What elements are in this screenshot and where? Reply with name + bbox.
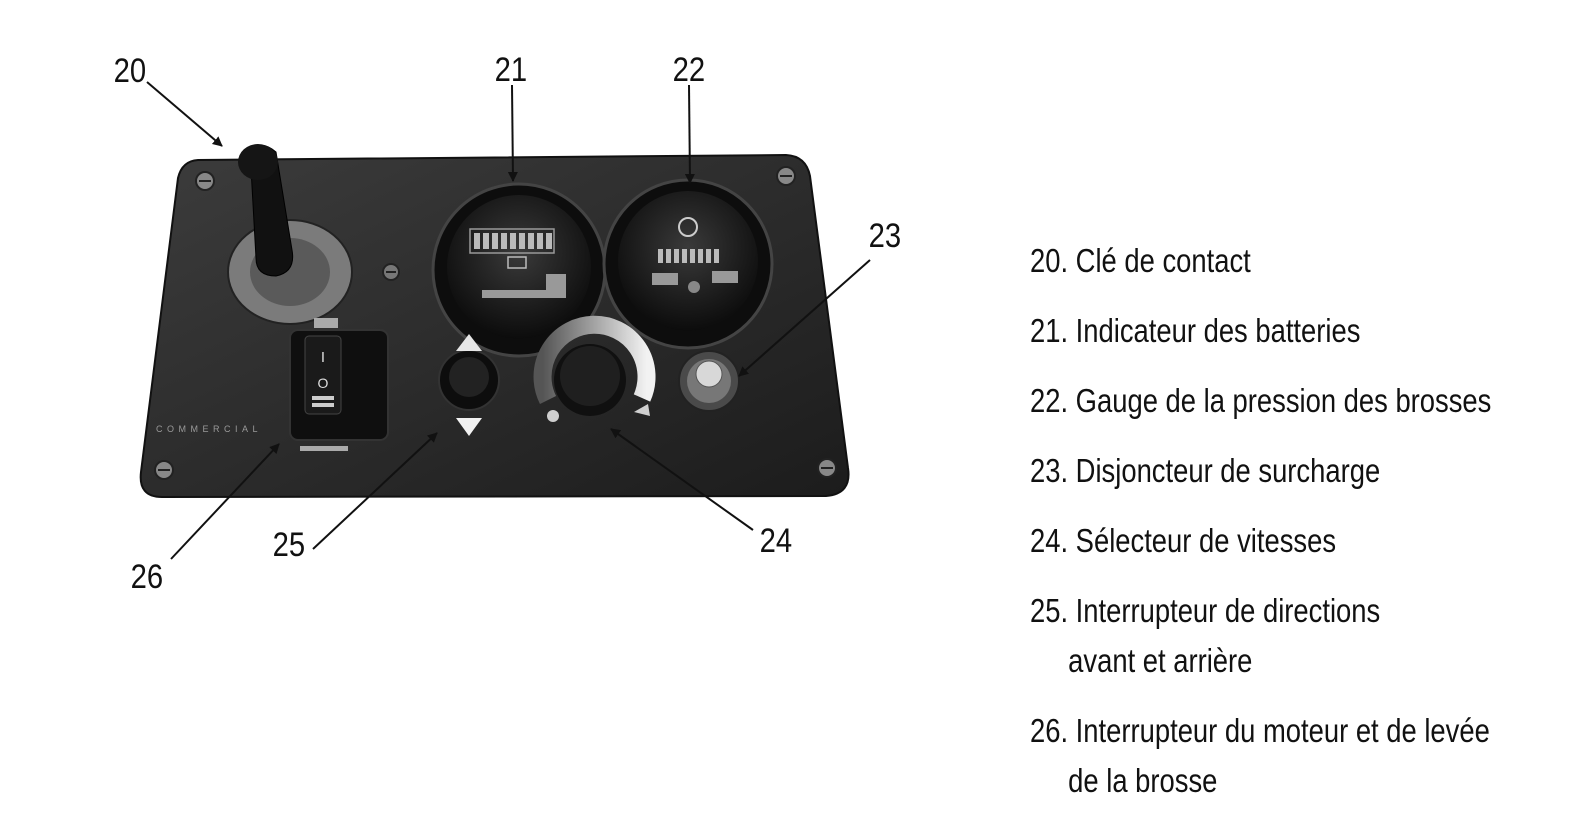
callout-24: 24 [760,521,793,560]
battery-indicator-gauge [431,182,607,358]
callout-26: 26 [131,557,164,596]
forward-arrow-icon [456,334,482,351]
circuit-breaker[interactable] [678,350,740,412]
pressure-increase-button[interactable] [712,271,738,283]
slow-speed-icon [547,410,559,422]
legend-item-26-line2: de la brosse [1068,762,1218,799]
panel-brand-text: COMMERCIAL [156,424,262,434]
legend-item-20: 20. Clé de contact [1030,242,1251,279]
callout-20: 20 [114,51,147,90]
screw-icon [776,166,796,186]
ignition-key[interactable] [227,144,353,325]
legend-item-26: 26. Interrupteur du moteur et de levée d… [1030,706,1490,806]
arrow-23 [738,259,871,377]
pressure-level-bar-icon [658,249,719,263]
direction-switch[interactable] [438,334,500,436]
brush-pressure-gauge [602,178,774,350]
battery-level-bar-icon [474,233,552,249]
pressure-indicator-light [688,281,700,293]
callout-25: 25 [273,525,306,564]
legend-item-24: 24. Sélecteur de vitesses [1030,522,1337,559]
reverse-arrow-icon [456,418,482,436]
arrow-21 [507,84,518,182]
fast-speed-icon [634,404,650,416]
arrow-22 [684,84,695,184]
callout-23: 23 [869,216,902,255]
battery-icon [507,256,527,269]
switch-off-symbol: O [318,375,329,391]
motor-brush-lift-switch[interactable]: I O [289,318,389,451]
speed-selector-knob[interactable] [533,315,656,422]
legend-item-22: 22. Gauge de la pression des brosses [1030,382,1492,419]
callout-22: 22 [673,50,706,89]
screw-icon [195,171,215,191]
callout-21: 21 [495,50,528,89]
arrow-20 [146,81,223,147]
arrow-25 [312,432,438,550]
brand-logo-icon [678,217,698,237]
legend-item-23: 23. Disjoncteur de surcharge [1030,452,1381,489]
legend-item-25-line2: avant et arrière [1068,642,1253,679]
arrow-26 [170,443,280,560]
legend-item-25-line1: 25. Interrupteur de directions [1030,592,1381,629]
screw-icon [382,263,400,281]
component-legend: 20. Clé de contact 21. Indicateur des ba… [1030,236,1570,826]
switch-on-symbol: I [321,349,325,366]
pressure-decrease-button[interactable] [652,273,678,285]
leader-arrows [146,81,871,560]
legend-item-21: 21. Indicateur des batteries [1030,312,1361,349]
legend-item-26-line1: 26. Interrupteur du moteur et de levée [1030,712,1490,749]
screw-icon [154,460,174,480]
screw-icon [817,458,837,478]
legend-item-25: 25. Interrupteur de directions avant et … [1030,586,1478,686]
arrow-24 [610,428,754,531]
